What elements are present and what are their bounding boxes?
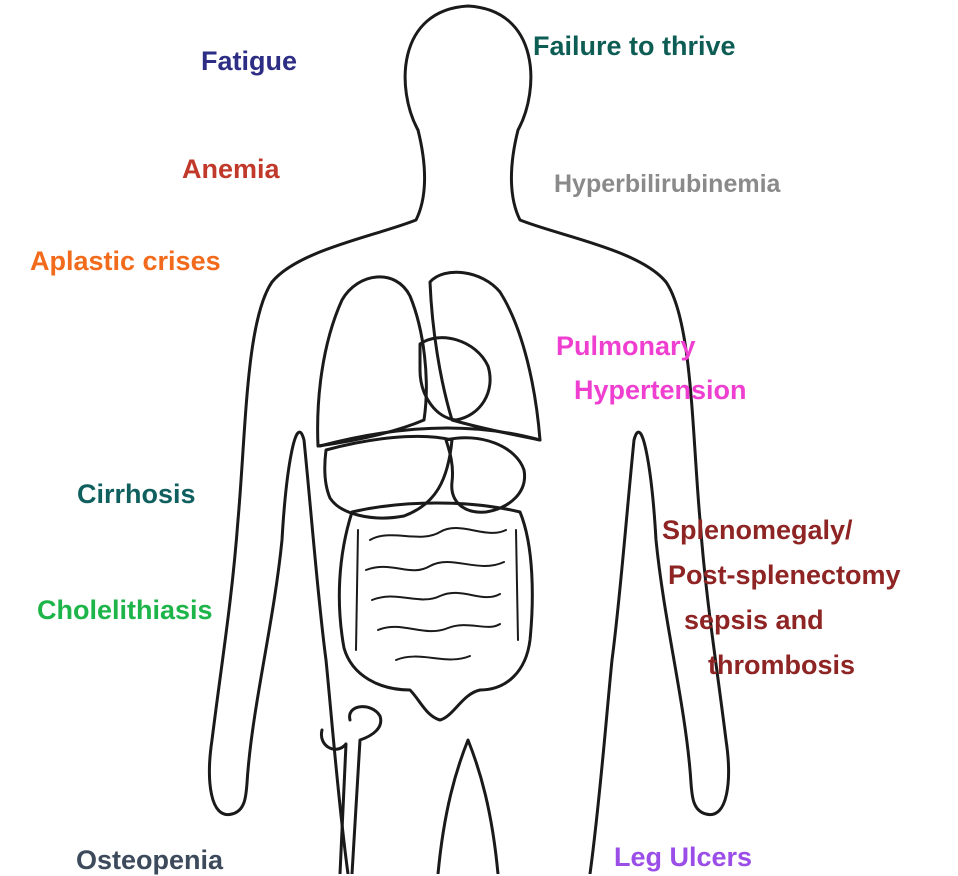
label-pulmonary-line-1: Pulmonary: [556, 324, 747, 368]
label-splenomegaly-line-2: Post-splenectomy: [668, 553, 901, 598]
label-cholelithiasis: Cholelithiasis: [37, 594, 213, 626]
label-failure-to-thrive: Failure to thrive: [533, 30, 736, 62]
label-fatigue: Fatigue: [201, 45, 297, 77]
label-cirrhosis: Cirrhosis: [77, 478, 196, 510]
stomach-icon: [446, 438, 525, 512]
label-aplastic-crises: Aplastic crises: [30, 245, 221, 277]
label-osteopenia: Osteopenia: [76, 844, 223, 876]
femur-bone-icon: [321, 707, 380, 874]
lungs-icon: [318, 277, 427, 446]
label-splenomegaly: Splenomegaly/ Post-splenectomy sepsis an…: [662, 508, 901, 688]
label-leg-ulcers: Leg Ulcers: [614, 841, 752, 873]
label-pulmonary-line-2: Hypertension: [574, 368, 747, 412]
label-splenomegaly-line-4: thrombosis: [708, 643, 901, 688]
label-pulmonary-hypertension: Pulmonary Hypertension: [556, 324, 747, 412]
intestines-icon: [339, 503, 532, 720]
label-anemia: Anemia: [182, 153, 280, 185]
heart-icon: [420, 338, 490, 420]
label-hyperbilirubinemia: Hyperbilirubinemia: [554, 168, 780, 200]
label-splenomegaly-line-1: Splenomegaly/: [662, 508, 901, 553]
label-splenomegaly-line-3: sepsis and: [684, 598, 901, 643]
